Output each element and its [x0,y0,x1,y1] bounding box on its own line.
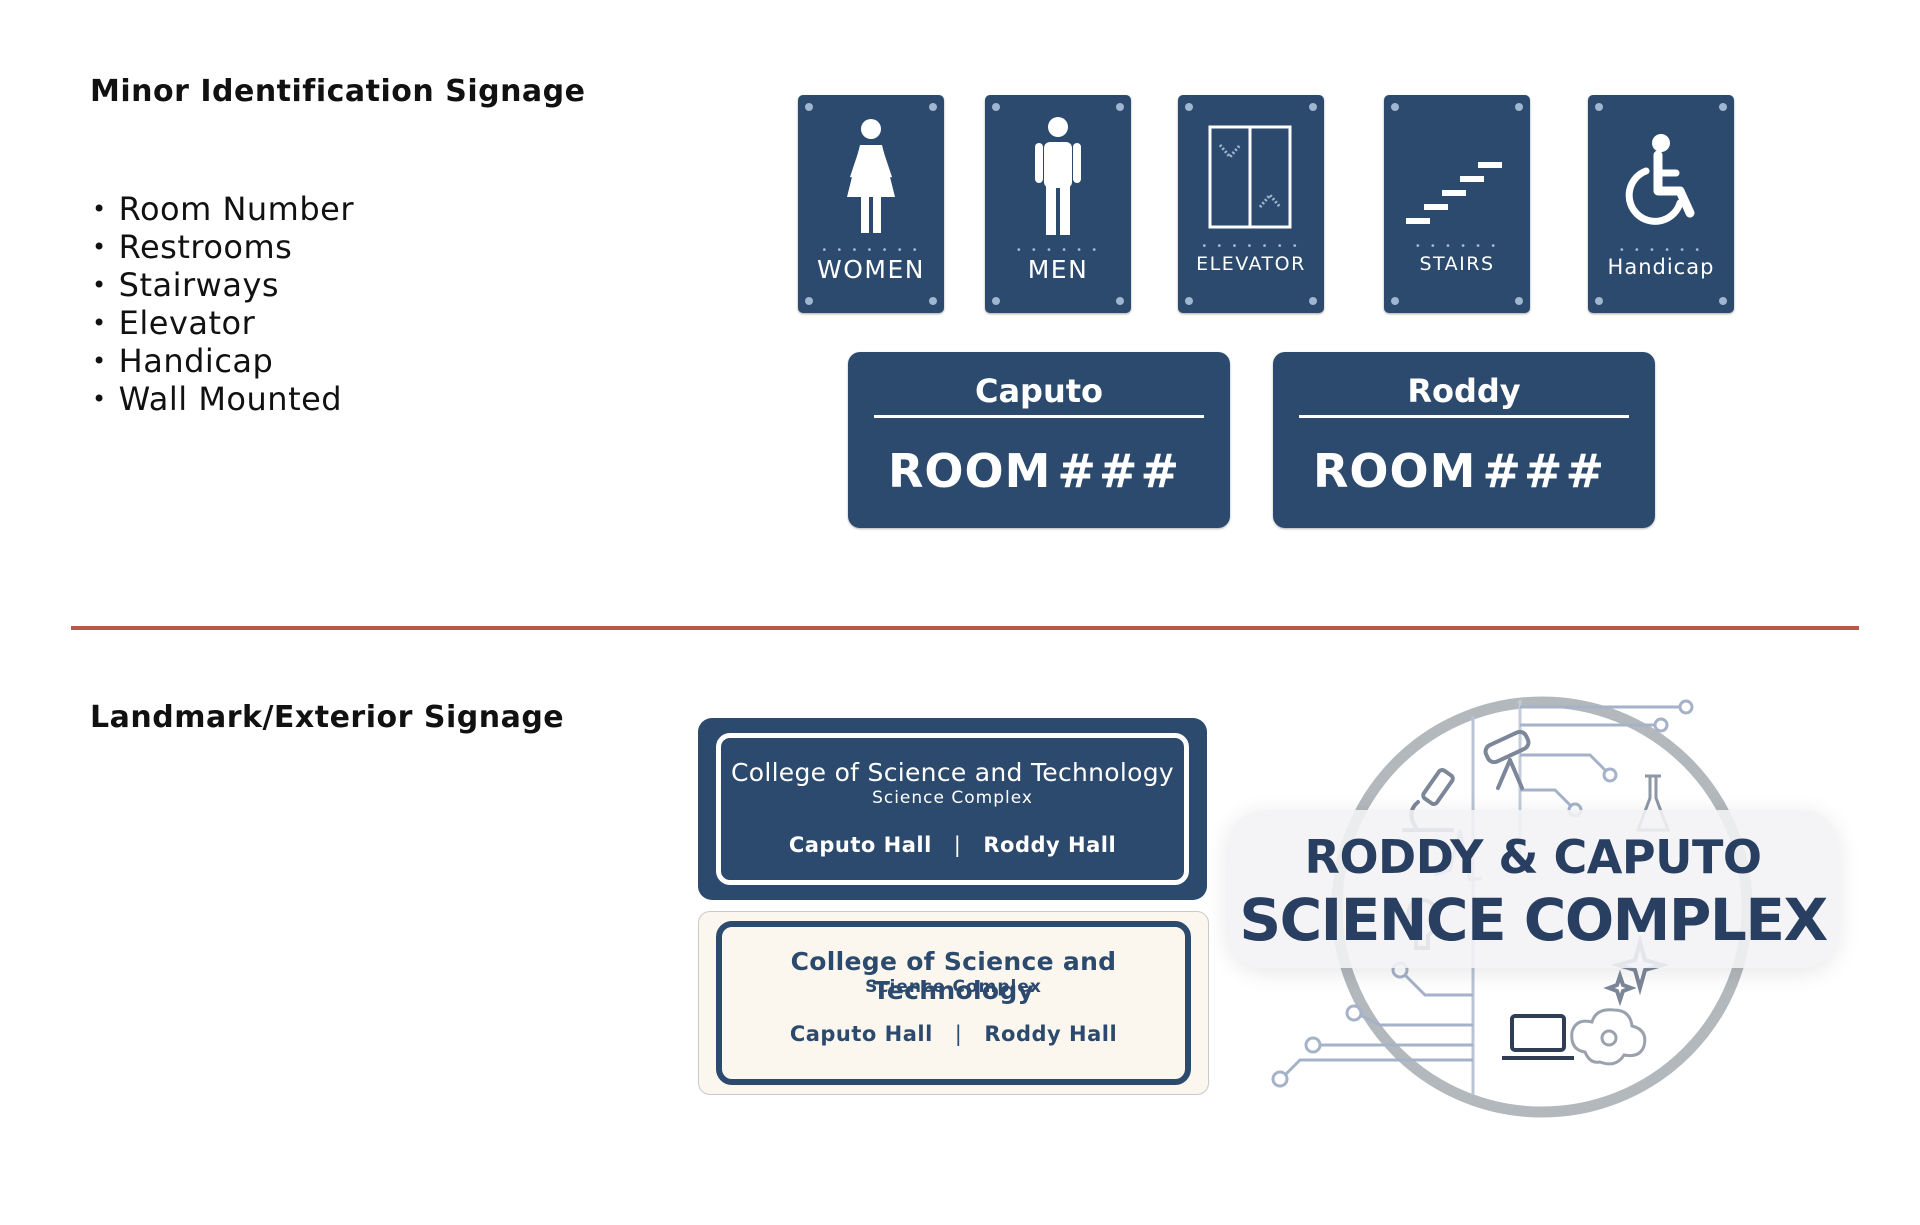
braille-dots: • • • • • • [1015,245,1101,256]
rivet [1391,297,1399,305]
braille-dots: • • • • • • [1414,241,1500,252]
room-number: ### [1057,444,1182,498]
logo-title-line1: RODDY & CAPUTO [1304,830,1762,884]
laptop-icon [1502,1014,1574,1060]
exterior-sign-halls: Caputo Hall | Roddy Hall [722,1022,1185,1046]
brain-icon [1570,1008,1647,1066]
rivet [1116,297,1124,305]
hall-name-roddy: Roddy Hall [984,1022,1118,1046]
rivet [992,297,1000,305]
list-item: Handicap [92,342,354,380]
elevator-label: ELEVATOR [1196,253,1306,275]
sign-inner-border: College of Science and Technology Scienc… [716,921,1191,1085]
exterior-sign-subtitle: Science Complex [872,788,1033,808]
exterior-sign-subtitle: Science Complex [865,977,1042,997]
landmark-signage-heading: Landmark/Exterior Signage [90,700,565,735]
room-word: ROOM [1313,444,1477,498]
hall-name-caputo: Caputo Hall [789,1022,933,1046]
room-divider-line [874,415,1204,418]
room-number: ### [1482,444,1607,498]
rivet [1595,297,1603,305]
rivet [929,297,937,305]
sign-inner-border: College of Science and Technology Scienc… [716,733,1189,885]
list-item: Wall Mounted [92,380,354,418]
stairs-label: STAIRS [1419,253,1495,275]
logo-title-line2: SCIENCE COMPLEX [1239,886,1828,954]
logo-title-band [1228,810,1838,968]
rivet [1116,103,1124,111]
rivet [1185,297,1193,305]
handicap-label: Handicap [1607,255,1715,279]
woman-icon [847,119,895,233]
exterior-sign-title: College of Science and Technology [730,758,1175,787]
room-building-name: Caputo [974,372,1104,410]
elevator-sign: • • • • • • • ELEVATOR [1178,95,1324,313]
rivet [992,103,1000,111]
rivet [1719,103,1727,111]
braille-dots: • • • • • • • [1201,241,1301,252]
braille-dots: • • • • • • • [821,245,921,256]
minor-signage-heading: Minor Identification Signage [90,74,586,109]
list-item: Room Number [92,190,354,228]
wheelchair-icon [1625,134,1695,225]
men-sign: • • • • • • MEN [985,95,1131,313]
exterior-sign-cream: College of Science and Technology Scienc… [698,911,1209,1095]
stairs-icon [1406,162,1502,224]
hall-separator: | [954,1022,963,1046]
braille-dots: • • • • • • [1618,245,1704,256]
hall-name-caputo: Caputo Hall [788,833,932,857]
women-label: WOMEN [817,255,925,284]
section-divider [71,626,1859,630]
exterior-sign-title: College of Science and Technology [790,947,1117,1005]
science-complex-logo: RODDY & CAPUTO SCIENCE COMPLEX [1220,680,1900,1120]
rivet [1719,297,1727,305]
telescope-icon [1483,729,1531,790]
rivet [929,103,937,111]
rivet [1391,103,1399,111]
room-word: ROOM [888,444,1052,498]
rivet [1309,103,1317,111]
hall-name-roddy: Roddy Hall [983,833,1117,857]
exterior-sign-halls: Caputo Hall | Roddy Hall [721,833,1184,857]
women-sign: • • • • • • • WOMEN [798,95,944,313]
rivet [1515,297,1523,305]
room-sign-roddy: Roddy ROOM ### [1273,352,1655,528]
elevator-icon [1208,125,1292,229]
exterior-sign-navy: College of Science and Technology Scienc… [698,718,1207,900]
man-icon [1035,117,1081,235]
rivet [1515,103,1523,111]
rivet [1595,103,1603,111]
stairs-sign: • • • • • • STAIRS [1384,95,1530,313]
rivet [1309,297,1317,305]
rivet [805,297,813,305]
men-label: MEN [1027,255,1089,284]
rivet [1185,103,1193,111]
room-sign-caputo: Caputo ROOM ### [848,352,1230,528]
minor-signage-list: Room Number Restrooms Stairways Elevator… [92,190,354,418]
handicap-sign: • • • • • • Handicap [1588,95,1734,313]
hall-separator: | [953,833,962,857]
room-building-name: Roddy [1407,372,1521,410]
list-item: Stairways [92,266,354,304]
room-divider-line [1299,415,1629,418]
list-item: Elevator [92,304,354,342]
list-item: Restrooms [92,228,354,266]
rivet [805,103,813,111]
